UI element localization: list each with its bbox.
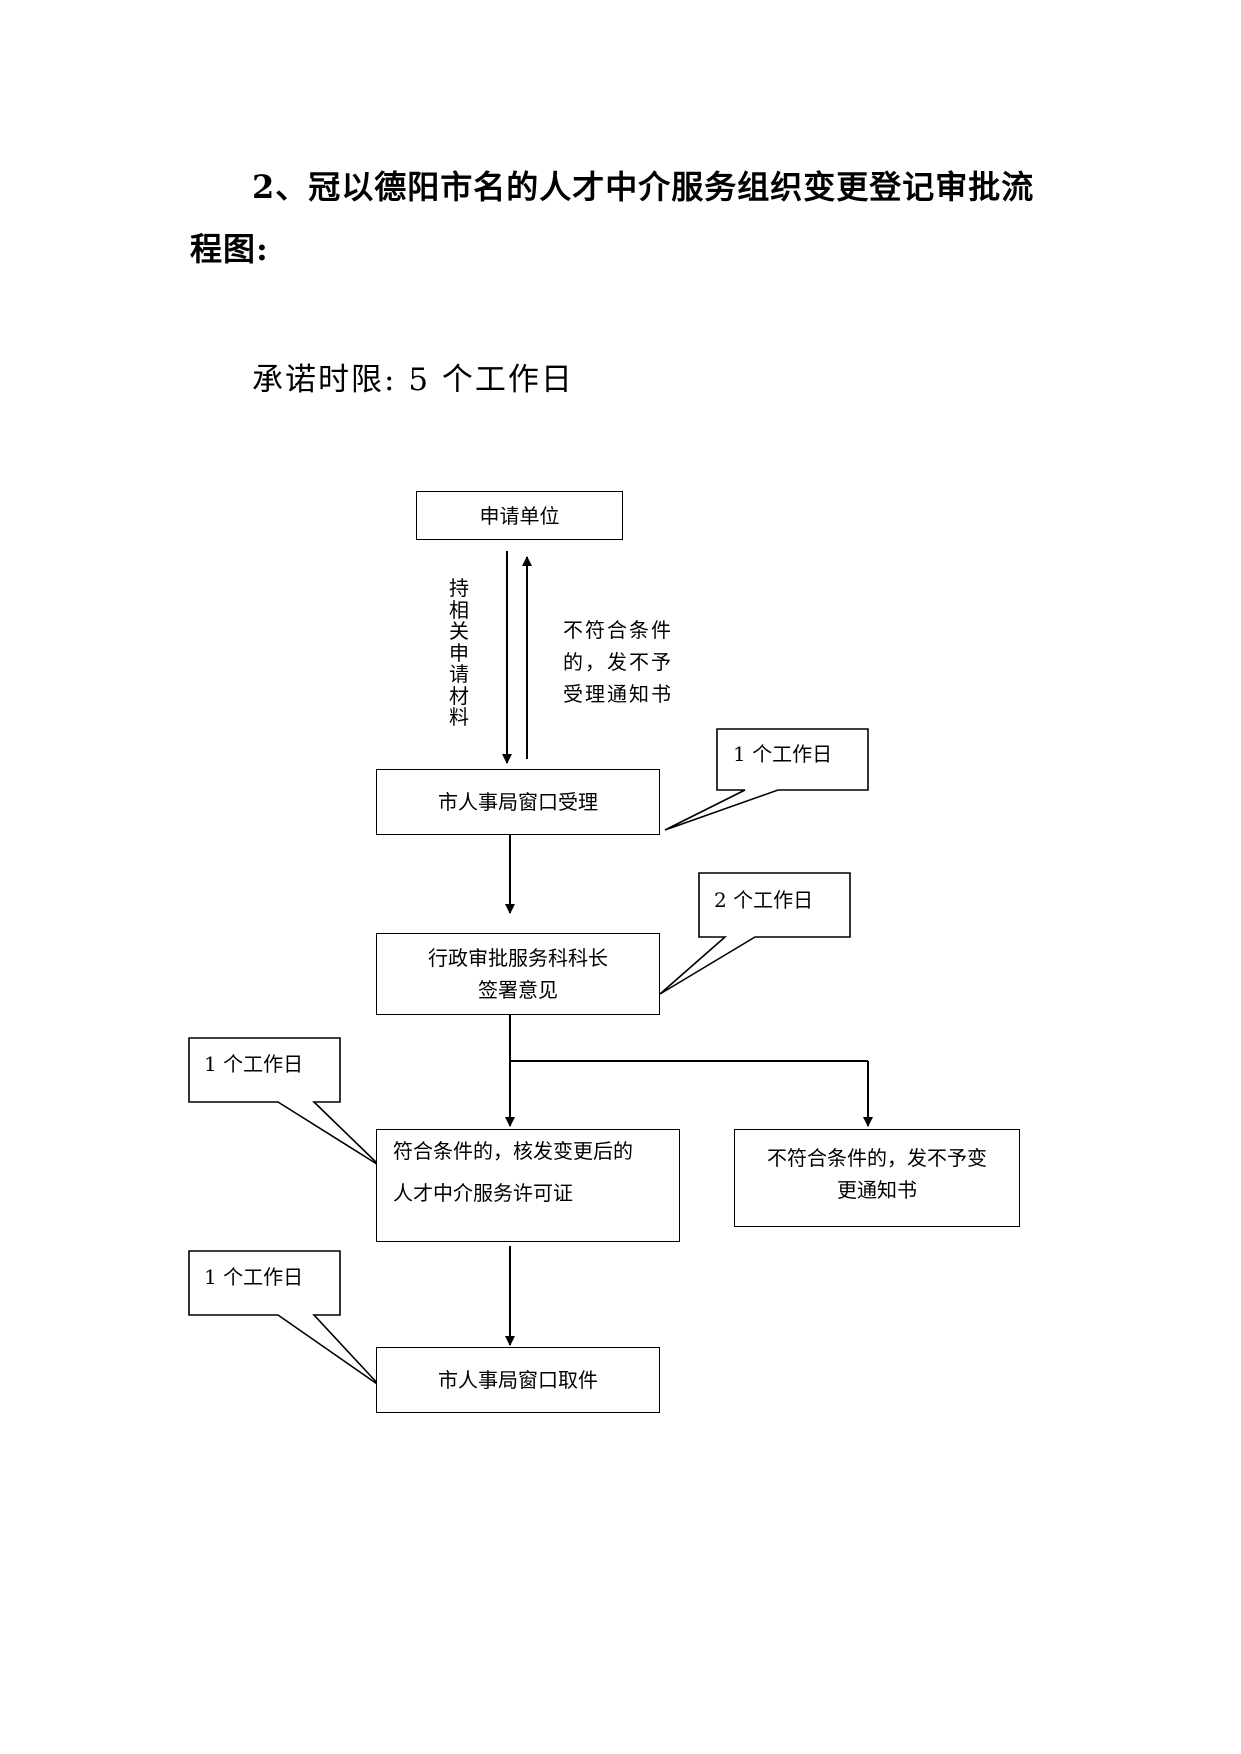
node-reject-line-1: 不符合条件的，发不予变	[767, 1146, 987, 1170]
node-review-line-1: 行政审批服务科科长	[428, 946, 608, 970]
node-reject: 不符合条件的，发不予变 更通知书	[734, 1129, 1020, 1227]
node-review-line-2: 签署意见	[478, 978, 558, 1002]
edge-label-not-accepted: 不符合条件 的，发不予 受理通知书	[563, 614, 673, 710]
edge-label-not-accepted-line-2: 的，发不予	[563, 650, 673, 674]
node-window-accept-label: 市人事局窗口受理	[438, 790, 598, 814]
node-applicant: 申请单位	[416, 491, 623, 540]
node-approve: 符合条件的，核发变更后的 人才中介服务许可证	[376, 1129, 680, 1242]
callout-review-text: 2 个工作日	[714, 888, 814, 912]
node-window-pickup-label: 市人事局窗口取件	[438, 1368, 598, 1392]
deadline: 承诺时限: 5 个工作日	[252, 354, 574, 399]
node-approve-line-1: 符合条件的，核发变更后的	[393, 1139, 633, 1163]
callout-review-shape	[659, 872, 851, 995]
node-window-accept: 市人事局窗口受理	[376, 769, 660, 835]
title-line-1: 2、冠以德阳市名的人才中介服务组织变更登记审批流	[252, 168, 1035, 206]
deadline-value: 5 个工作日	[408, 362, 574, 398]
node-review: 行政审批服务科科长 签署意见	[376, 933, 660, 1015]
callout-accept-text: 1 个工作日	[733, 742, 833, 766]
callout-accept-shape	[664, 728, 869, 831]
node-approve-line-2: 人才中介服务许可证	[393, 1181, 573, 1205]
deadline-label: 承诺时限:	[252, 362, 397, 398]
callout-pickup-shape	[188, 1250, 381, 1387]
callout-pickup-text: 1 个工作日	[204, 1265, 304, 1289]
edge-label-not-accepted-line-3: 受理通知书	[563, 682, 673, 706]
edge-label-not-accepted-line-1: 不符合条件	[563, 618, 673, 642]
node-reject-line-2: 更通知书	[837, 1178, 917, 1202]
node-window-pickup: 市人事局窗口取件	[376, 1347, 660, 1413]
callout-approve-text: 1 个工作日	[204, 1052, 304, 1076]
callout-approve-shape	[188, 1037, 381, 1167]
edge-label-submit-materials: 持相关申请材料	[449, 576, 469, 729]
node-applicant-label: 申请单位	[479, 503, 560, 528]
title-line-2: 程图:	[190, 230, 269, 268]
